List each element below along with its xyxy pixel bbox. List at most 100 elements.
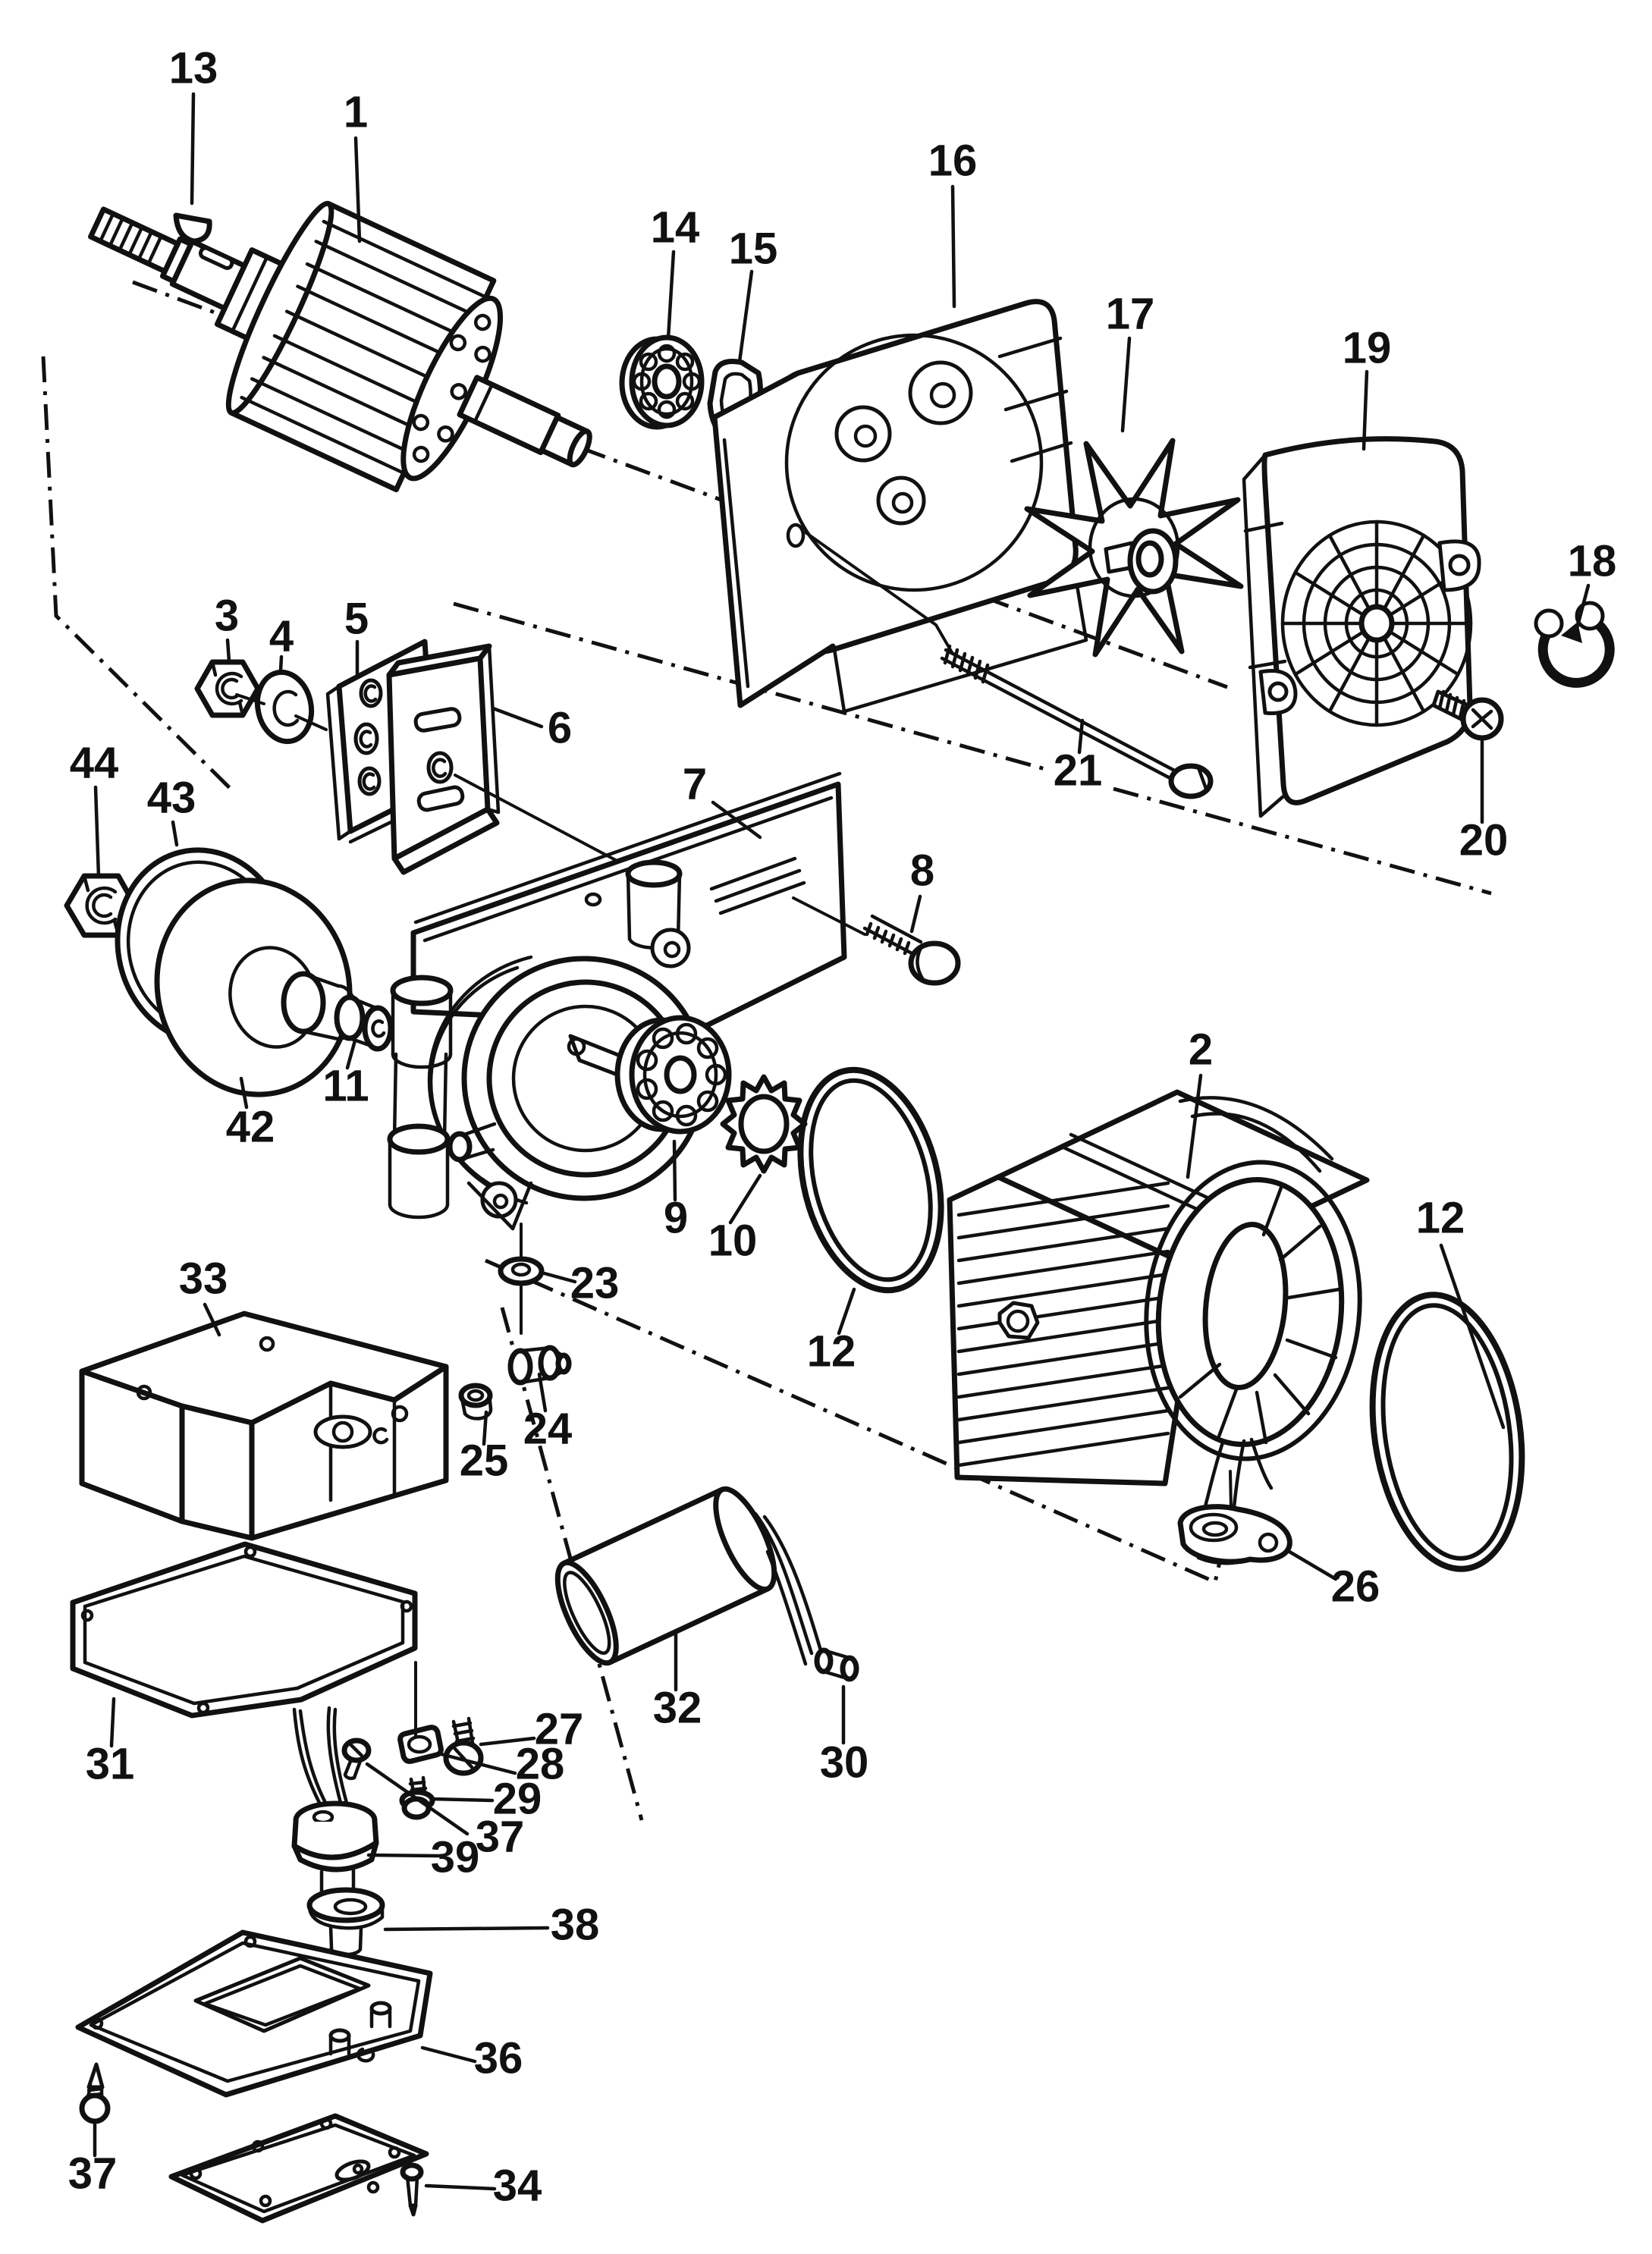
ball-bearing-front: [619, 334, 705, 430]
capacitor: [554, 1486, 828, 1668]
callout-13: 13: [169, 43, 218, 206]
spigot: [447, 1131, 473, 1163]
plug-24: [507, 1345, 572, 1386]
callout-6: 6: [491, 703, 572, 752]
stator: [947, 1089, 1370, 1547]
callout-26: 26: [1287, 1549, 1380, 1611]
part-number-label: 28: [516, 1739, 565, 1788]
callout-39: 39: [366, 1832, 479, 1882]
part-number-label: 36: [474, 2033, 523, 2083]
callout-leader: [424, 2183, 497, 2191]
bushing-11: [334, 994, 394, 1052]
stator-lead-wire: [1249, 1437, 1274, 1490]
flange-bolt-8: [862, 914, 961, 986]
stator-lead-wire: [1202, 1440, 1225, 1512]
stator-mount-boss: [997, 1301, 1040, 1340]
terminal-box: [79, 1311, 449, 1541]
stand-off-top: [390, 975, 454, 1006]
pulley-hub: [281, 971, 326, 1034]
callout-32: 32: [653, 1630, 702, 1732]
callout-leader: [203, 1302, 221, 1337]
callout-leader: [109, 1697, 116, 1748]
base-plate: [168, 2113, 429, 2224]
bottom-cover: [75, 1929, 433, 2098]
part-number-label: 15: [729, 224, 778, 273]
callout-37: 37: [365, 1762, 525, 1861]
washer-4: [254, 669, 328, 745]
callout-2: 2: [1186, 1025, 1213, 1179]
callout-24: 24: [523, 1372, 573, 1453]
cover-screw: [1431, 689, 1504, 741]
callout-4: 4: [269, 611, 294, 673]
stand-off-bottom: [387, 1123, 451, 1155]
part-number-label: 1: [344, 87, 368, 137]
armature-rotor: [88, 200, 592, 493]
insulator-bush: [306, 1887, 385, 1957]
part-number-label: 12: [1416, 1193, 1465, 1242]
callout-leader: [430, 1797, 495, 1803]
callout-leader: [93, 785, 101, 879]
callout-12: 12: [807, 1287, 856, 1376]
part-number-label: 3: [215, 591, 239, 640]
part-number-label: 32: [653, 1683, 702, 1732]
o-ring-left: [797, 1066, 944, 1294]
ball-bearing-rear: [614, 1015, 732, 1135]
thermal-switch: [291, 1706, 379, 1900]
part-number-label: 9: [664, 1193, 688, 1242]
through-bolt: [940, 644, 1214, 799]
callout-leader: [1361, 369, 1369, 451]
callout-31: 31: [86, 1697, 135, 1788]
part-number-label: 37: [68, 2149, 118, 2198]
fan-impeller: [1024, 438, 1244, 658]
callout-44: 44: [70, 738, 118, 879]
part-number-label: 37: [476, 1812, 525, 1861]
callout-28: 28: [436, 1739, 565, 1788]
callout-15: 15: [729, 224, 778, 364]
housing-boss: [834, 405, 892, 463]
callout-leader: [482, 1410, 488, 1446]
o-ring-right: [1369, 1292, 1525, 1572]
callout-leader: [837, 1287, 856, 1336]
callout-36: 36: [420, 2033, 523, 2083]
callout-leader: [1186, 1073, 1203, 1179]
part-number-label: 34: [493, 2161, 542, 2210]
part-number-label: 24: [523, 1404, 573, 1453]
keyway-slot: [198, 246, 234, 270]
callout-leader: [672, 1139, 677, 1202]
part-number-label: 8: [910, 846, 934, 895]
callout-leader: [190, 92, 196, 206]
callout-leader: [1077, 718, 1085, 755]
part-number-label: 2: [1189, 1025, 1213, 1074]
callout-18: 18: [1568, 536, 1616, 636]
part-number-label: 16: [928, 136, 978, 185]
switch-wire: [326, 1706, 345, 1813]
washer-23: [498, 1256, 545, 1286]
housing-boss: [876, 476, 926, 526]
callout-7: 7: [683, 759, 762, 840]
part-number-label: 17: [1106, 289, 1155, 338]
lock-washer: [720, 1074, 808, 1174]
part-number-label: 38: [551, 1900, 600, 1949]
part-number-label: 5: [344, 594, 369, 643]
pulley-disc-front: [154, 877, 358, 1097]
callout-33: 33: [179, 1254, 228, 1337]
capacitor-wire: [753, 1512, 814, 1656]
callout-3: 3: [215, 591, 239, 664]
housing-bore: [784, 333, 1044, 592]
callout-38: 38: [383, 1900, 600, 1949]
callout-34: 34: [424, 2161, 542, 2210]
screw-34: [400, 2162, 424, 2217]
insert-25: [458, 1383, 493, 1421]
part-number-label: 31: [86, 1739, 135, 1788]
callout-leader: [950, 184, 956, 309]
callout-14: 14: [651, 202, 699, 341]
part-number-label: 19: [1343, 323, 1392, 372]
part-number-label: 30: [820, 1738, 869, 1787]
callout-leader: [491, 706, 544, 729]
callout-leader: [420, 2045, 477, 2064]
part-number-label: 26: [1331, 1562, 1380, 1611]
wire-grommet: [1177, 1504, 1292, 1565]
callout-leader: [737, 269, 754, 364]
callout-27: 27: [479, 1704, 583, 1753]
